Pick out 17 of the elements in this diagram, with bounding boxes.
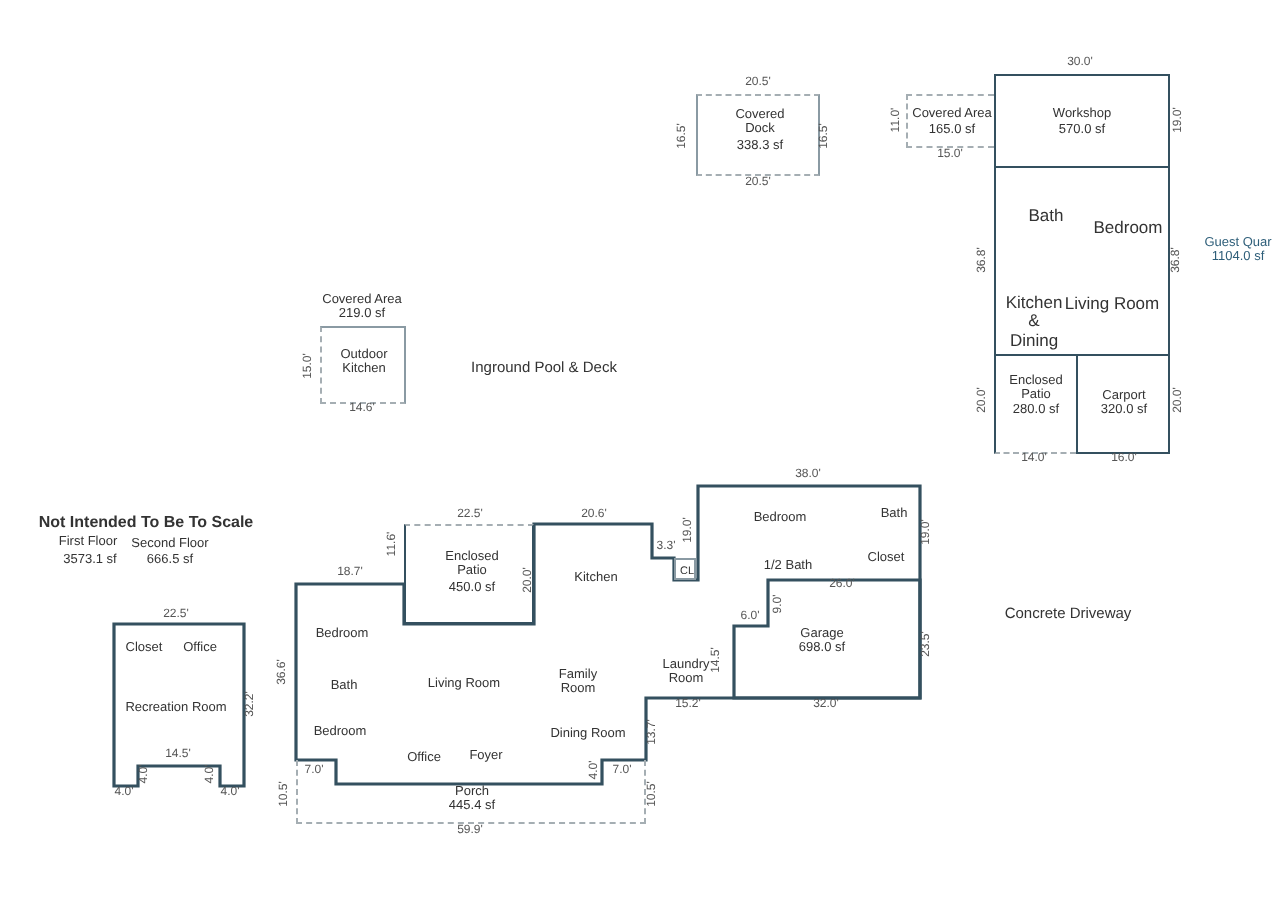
- room-label: Bath: [1028, 206, 1064, 226]
- room-outline: [114, 624, 244, 786]
- room-outline: [296, 486, 920, 784]
- room-outline: [994, 74, 1170, 168]
- room-outline: [994, 354, 1076, 454]
- room-outline: [994, 168, 1170, 354]
- room-outline: [696, 94, 820, 176]
- room-outline: [734, 580, 920, 698]
- room-outline: [674, 558, 696, 580]
- room-outline: [906, 94, 994, 148]
- room-label: Bedroom: [1093, 218, 1163, 238]
- plan-note: Not Intended To Be To Scale: [38, 515, 254, 533]
- room-label: Living Room: [1064, 294, 1160, 314]
- room-label: Kitchen & Dining: [1005, 293, 1063, 351]
- room-outline: [296, 760, 646, 824]
- room-outline: [1076, 354, 1170, 454]
- room-outline: [404, 524, 534, 624]
